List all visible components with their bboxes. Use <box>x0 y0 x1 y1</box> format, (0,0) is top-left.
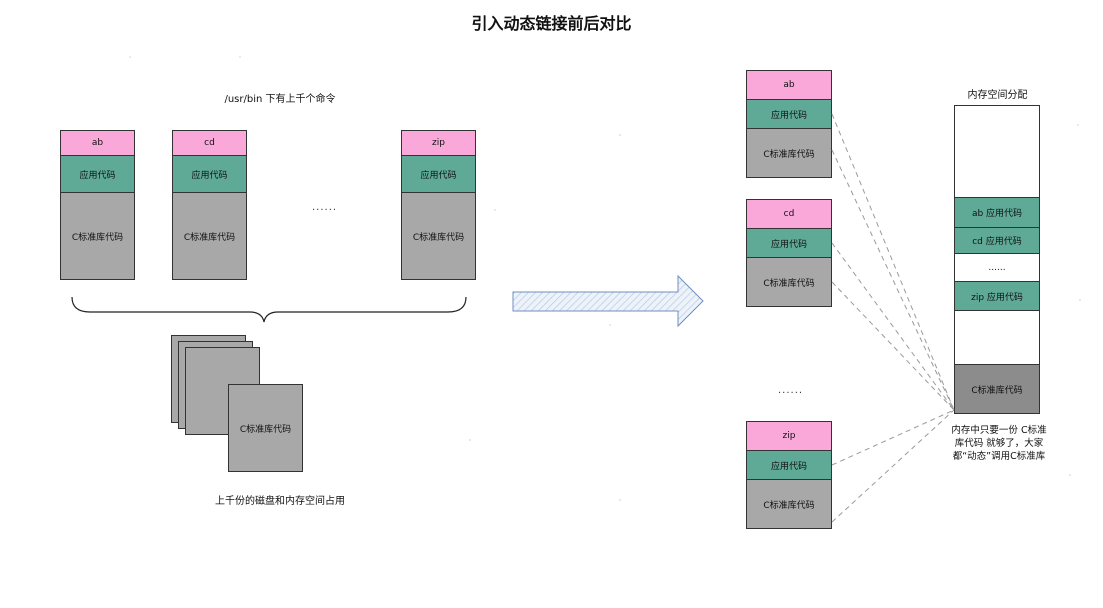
link-ab-lib <box>831 149 955 411</box>
memory-note-line-1: 内存中只要一份 C标准 <box>951 425 1047 436</box>
link-ab-app <box>831 113 955 411</box>
left-ab-app-block: 应用代码 <box>60 155 135 193</box>
left-ab-name-block: ab <box>60 130 135 156</box>
memory-title: 内存空间分配 <box>967 90 1028 101</box>
right-ellipsis: ...... <box>778 385 804 396</box>
left-zip-name-block: zip <box>401 130 476 156</box>
memory-free-mid <box>954 310 1040 365</box>
link-zip-lib <box>831 409 955 523</box>
link-cd-lib <box>831 281 955 411</box>
left-cd-name-block: cd <box>172 130 247 156</box>
right-zip-name-block: zip <box>746 421 832 451</box>
right-ab-lib-block: C标准库代码 <box>746 128 832 178</box>
right-ab-app-block: 应用代码 <box>746 99 832 129</box>
link-zip-app <box>831 409 955 466</box>
right-cd-name-block: cd <box>746 199 832 229</box>
left-ellipsis: ...... <box>312 202 338 213</box>
right-cd-app-block: 应用代码 <box>746 228 832 258</box>
diagram-title: 引入动态链接前后对比 <box>471 14 632 33</box>
memory-note: 内存中只要一份 C标准 库代码 就够了，大家 都“动态”调用C标准库 <box>944 424 1054 463</box>
left-caption-bottom: 上千份的磁盘和内存空间占用 <box>215 496 345 507</box>
stack-front-sheet: C标准库代码 <box>228 384 303 472</box>
left-ab-lib-block: C标准库代码 <box>60 192 135 280</box>
left-caption-top: /usr/bin 下有上千个命令 <box>224 94 336 105</box>
right-cd-lib-block: C标准库代码 <box>746 257 832 307</box>
left-zip-lib-block: C标准库代码 <box>401 192 476 280</box>
left-brace <box>71 296 467 323</box>
right-zip-lib-block: C标准库代码 <box>746 479 832 529</box>
left-cd-lib-block: C标准库代码 <box>172 192 247 280</box>
right-ab-name-block: ab <box>746 70 832 100</box>
memory-zip-app: zip 应用代码 <box>954 281 1040 311</box>
memory-note-line-2: 库代码 就够了，大家 <box>954 438 1044 449</box>
memory-lib-code: C标准库代码 <box>954 364 1040 414</box>
memory-ab-app: ab 应用代码 <box>954 197 1040 228</box>
transition-arrow <box>512 274 704 328</box>
memory-note-line-3: 都“动态”调用C标准库 <box>952 451 1046 462</box>
memory-ellipsis: ...... <box>988 262 1006 273</box>
memory-cd-app: cd 应用代码 <box>954 227 1040 254</box>
canvas-dots <box>129 56 1081 501</box>
link-cd-app <box>831 242 955 411</box>
